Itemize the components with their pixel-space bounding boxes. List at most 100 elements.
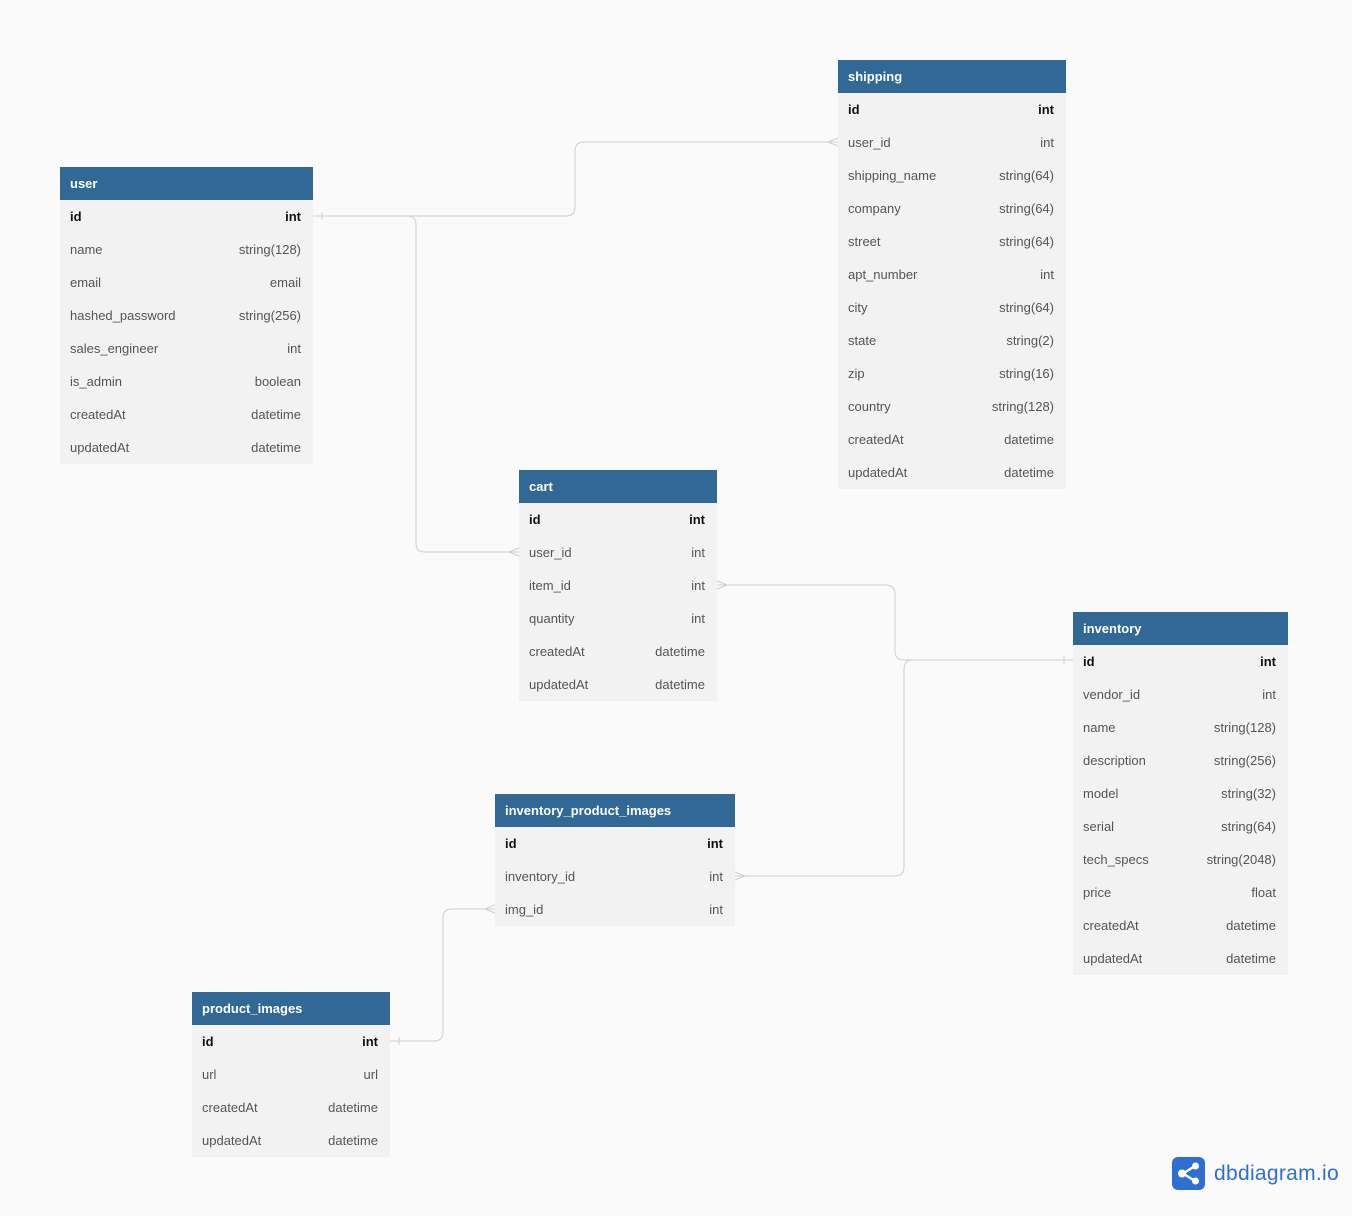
many-marker [827,137,839,147]
field-row[interactable]: id int [838,93,1066,126]
field-type: int [691,545,705,560]
relation-user-cart [313,215,519,553]
field-type: string(64) [999,234,1054,249]
field-name: id [70,209,82,224]
field-type: int [1038,102,1054,117]
field-row[interactable]: state string(2) [838,324,1066,357]
field-type: string(2) [1006,333,1054,348]
table-header[interactable]: cart [519,470,717,503]
table-header[interactable]: product_images [192,992,390,1025]
relation-inventory-images [735,659,1073,877]
field-row[interactable]: updatedAt datetime [60,431,313,464]
table-header[interactable]: inventory_product_images [495,794,735,827]
relation-productimages-link [390,908,495,1042]
field-name: createdAt [529,644,585,659]
many-marker [484,904,496,914]
field-name: id [505,836,517,851]
field-type: datetime [328,1133,378,1148]
field-name: vendor_id [1083,687,1141,702]
field-name: sales_engineer [70,341,159,356]
field-type: url [363,1067,378,1082]
field-row[interactable]: createdAt datetime [838,423,1066,456]
field-name: id [1083,654,1095,669]
field-name: url [202,1067,217,1082]
field-name: price [1083,885,1112,900]
many-marker [716,580,728,590]
dbdiagram-logo[interactable]: dbdiagram.io [1172,1157,1339,1190]
field-type: string(64) [1221,819,1276,834]
field-name: name [1083,720,1116,735]
field-type: string(64) [999,168,1054,183]
field-name: updatedAt [70,440,130,455]
field-row[interactable]: url url [192,1058,390,1091]
field-type: datetime [1226,951,1276,966]
field-name: createdAt [1083,918,1139,933]
relation-user-shipping [313,141,838,217]
field-name: id [848,102,860,117]
table-header[interactable]: user [60,167,313,200]
field-type: datetime [1004,432,1054,447]
field-type: datetime [251,440,301,455]
field-type: int [362,1034,378,1049]
field-name: state [848,333,877,348]
table-header[interactable]: inventory [1073,612,1288,645]
field-type: int [709,902,723,917]
field-type: int [287,341,301,356]
field-name: quantity [529,611,575,626]
many-marker [508,547,520,557]
field-name: street [848,234,881,249]
field-type: datetime [1004,465,1054,480]
table-header[interactable]: shipping [838,60,1066,93]
field-type: datetime [328,1100,378,1115]
field-row[interactable]: street string(64) [838,225,1066,258]
many-marker [734,871,746,881]
field-name: company [848,201,901,216]
field-row[interactable]: sales_engineer int [60,332,313,365]
field-name: is_admin [70,374,123,389]
field-name: createdAt [848,432,904,447]
field-type: int [709,869,723,884]
